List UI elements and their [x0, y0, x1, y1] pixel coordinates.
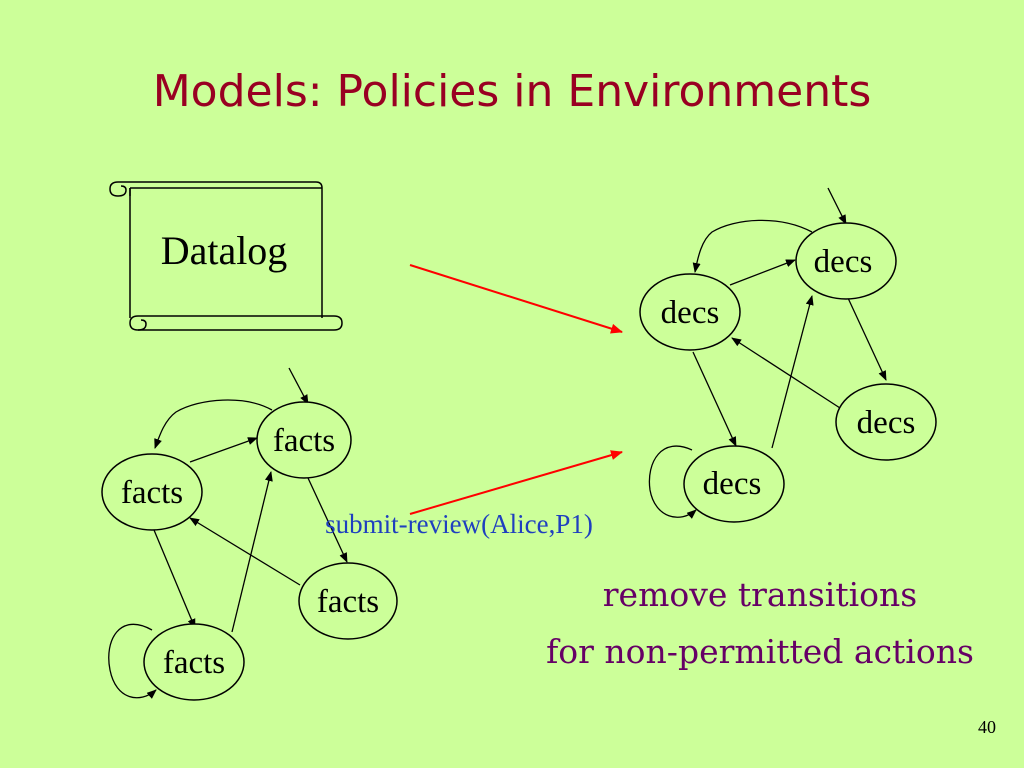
decs-node-top-label: decs	[814, 244, 873, 280]
mapping-arrow-bottom	[409, 450, 623, 515]
edge-facts-right-to-left	[189, 517, 301, 586]
decs-node-bottom	[683, 445, 785, 523]
datalog-scroll: Datalog	[109, 181, 343, 331]
decs-node-left	[639, 273, 741, 351]
edge-decs-left-to-bottom	[692, 351, 737, 447]
facts-node-bottom	[143, 623, 245, 701]
decs-node-left-label: decs	[661, 295, 720, 331]
page-number: 40	[978, 717, 996, 737]
action-label: submit-review(Alice,P1)	[325, 509, 593, 539]
facts-graph: facts facts facts facts	[101, 367, 398, 701]
facts-node-right	[298, 562, 398, 640]
edge-facts-top-to-right	[307, 477, 348, 563]
decs-node-right-label: decs	[857, 405, 916, 441]
facts-node-bottom-label: facts	[163, 645, 225, 681]
facts-node-right-label: facts	[317, 584, 379, 620]
caption-line-1: remove transitions	[602, 575, 918, 614]
facts-node-left-label: facts	[121, 475, 183, 511]
edge-decs-left-to-top	[729, 259, 796, 286]
entry-edge	[288, 367, 309, 405]
facts-node-left	[101, 453, 203, 531]
decs-node-top	[795, 222, 897, 300]
mapping-arrow-top	[409, 264, 623, 334]
entry-edge	[827, 187, 847, 225]
edge-decs-bottom-to-top	[771, 295, 814, 449]
decs-graph: decs decs decs decs	[639, 187, 937, 523]
edge-facts-left-to-bottom	[153, 529, 196, 629]
edge-facts-top-to-left	[154, 399, 273, 449]
edge-decs-top-to-right	[847, 297, 887, 381]
edge-decs-right-to-left	[731, 337, 841, 409]
edge-facts-bottom-to-top	[231, 471, 273, 633]
self-loop-facts-bottom	[108, 623, 157, 699]
datalog-label: Datalog	[161, 228, 288, 273]
self-loop-decs-bottom	[648, 445, 697, 519]
caption-line-2: for non-permitted actions	[546, 632, 974, 671]
facts-node-top-label: facts	[273, 423, 335, 459]
decs-node-right	[835, 383, 937, 461]
slide-title: Models: Policies in Environments	[152, 66, 872, 117]
decs-node-bottom-label: decs	[703, 466, 762, 502]
edge-decs-top-to-left	[692, 219, 813, 273]
facts-node-top	[256, 401, 352, 479]
edge-facts-left-to-top	[189, 437, 258, 463]
